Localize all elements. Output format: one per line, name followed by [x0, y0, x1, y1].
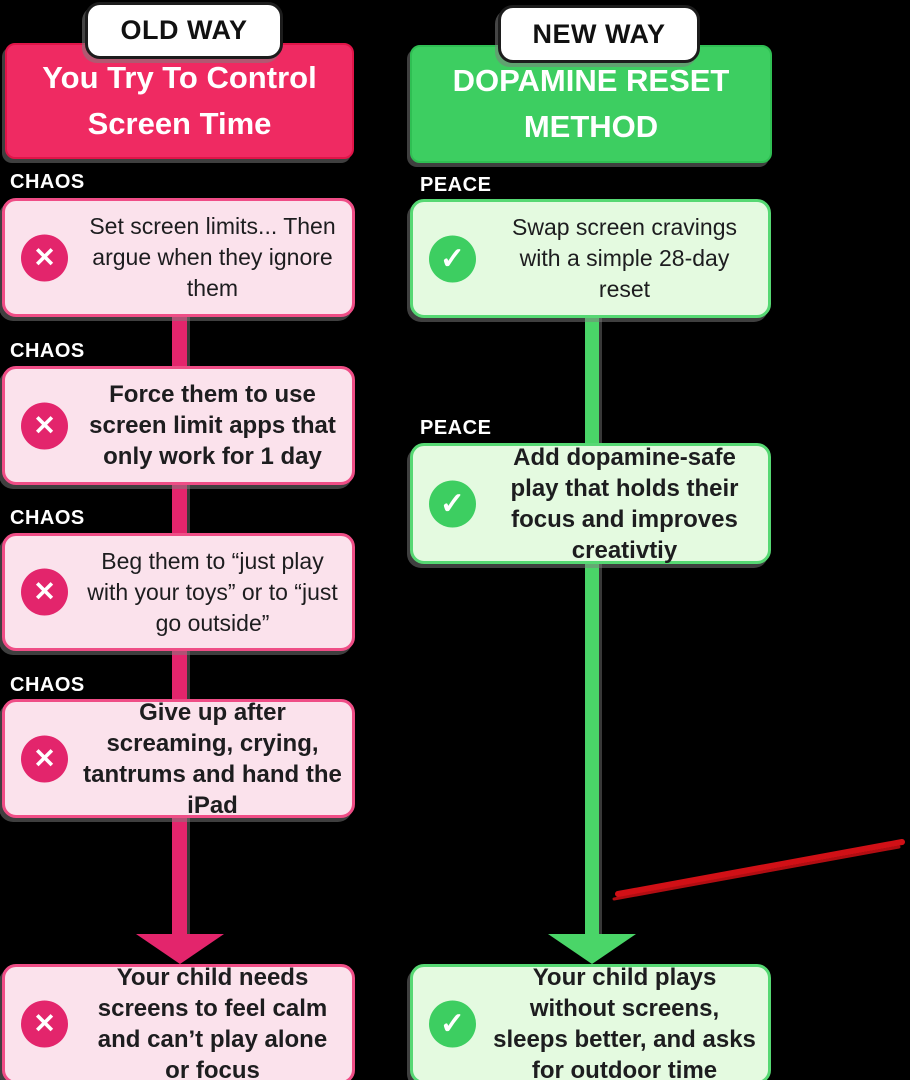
- peace-label-1: PEACE: [420, 174, 492, 196]
- old-way-result-card: ✕ Your child needs screens to feel calm …: [2, 964, 355, 1080]
- pink-connector-2: [172, 479, 187, 535]
- peace-card-2-text: Add dopamine-safe play that holds their …: [510, 443, 739, 564]
- new-way-badge: NEW WAY: [498, 5, 700, 63]
- chaos-card-1-text: Set screen limits... Then argue when the…: [89, 213, 336, 301]
- chaos-label-2: CHAOS: [10, 340, 85, 362]
- chaos-card-3: ✕ Beg them to “just play with your toys”…: [2, 533, 355, 651]
- check-circle-icon: ✓: [429, 1000, 476, 1048]
- chaos-card-4-text: Give up after screaming, crying, tantrum…: [83, 698, 342, 819]
- chaos-label-3: CHAOS: [10, 507, 85, 529]
- x-circle-icon: ✕: [21, 735, 68, 782]
- chaos-card-4: ✕ Give up after screaming, crying, tantr…: [2, 699, 355, 819]
- new-way-result-text: Your child plays without screens, sleeps…: [493, 964, 756, 1080]
- old-way-header-line1: You Try To Control: [42, 60, 317, 95]
- chaos-card-3-text: Beg them to “just play with your toys” o…: [87, 547, 338, 636]
- new-way-header: DOPAMINE RESET METHOD: [410, 45, 772, 163]
- peace-label-2: PEACE: [420, 417, 492, 439]
- pink-connector-3: [172, 645, 187, 701]
- old-way-result-text: Your child needs screens to feel calm an…: [97, 964, 328, 1080]
- check-circle-icon: ✓: [429, 235, 476, 282]
- old-way-badge: OLD WAY: [85, 2, 283, 59]
- chaos-card-1: ✕ Set screen limits... Then argue when t…: [2, 198, 355, 317]
- peace-card-1-text: Swap screen cravings with a simple 28-da…: [512, 214, 737, 302]
- x-circle-icon: ✕: [21, 402, 68, 449]
- green-connector-1: [585, 312, 599, 444]
- green-connector-2: [585, 558, 599, 936]
- green-arrow-down-icon: [548, 934, 636, 964]
- x-circle-icon: ✕: [21, 1000, 68, 1048]
- chaos-label-1: CHAOS: [10, 171, 85, 193]
- old-way-header: You Try To Control Screen Time: [5, 43, 354, 159]
- peace-card-2: ✓ Add dopamine-safe play that holds thei…: [410, 443, 771, 564]
- old-way-header-line2: Screen Time: [87, 106, 272, 141]
- x-circle-icon: ✕: [21, 234, 68, 281]
- peace-card-1: ✓ Swap screen cravings with a simple 28-…: [410, 199, 771, 318]
- new-way-result-card: ✓ Your child plays without screens, slee…: [410, 964, 771, 1080]
- chaos-card-2: ✕ Force them to use screen limit apps th…: [2, 366, 355, 485]
- red-strikethrough-line: [612, 839, 905, 901]
- pink-connector-1: [172, 311, 187, 368]
- new-way-header-line1: DOPAMINE RESET: [452, 63, 730, 98]
- new-way-header-line2: METHOD: [523, 109, 659, 144]
- chaos-label-4: CHAOS: [10, 674, 85, 696]
- check-circle-icon: ✓: [429, 480, 476, 527]
- pink-arrow-down-icon: [136, 934, 224, 964]
- pink-connector-4: [172, 812, 187, 936]
- chaos-card-2-text: Force them to use screen limit apps that…: [89, 381, 336, 470]
- x-circle-icon: ✕: [21, 568, 68, 616]
